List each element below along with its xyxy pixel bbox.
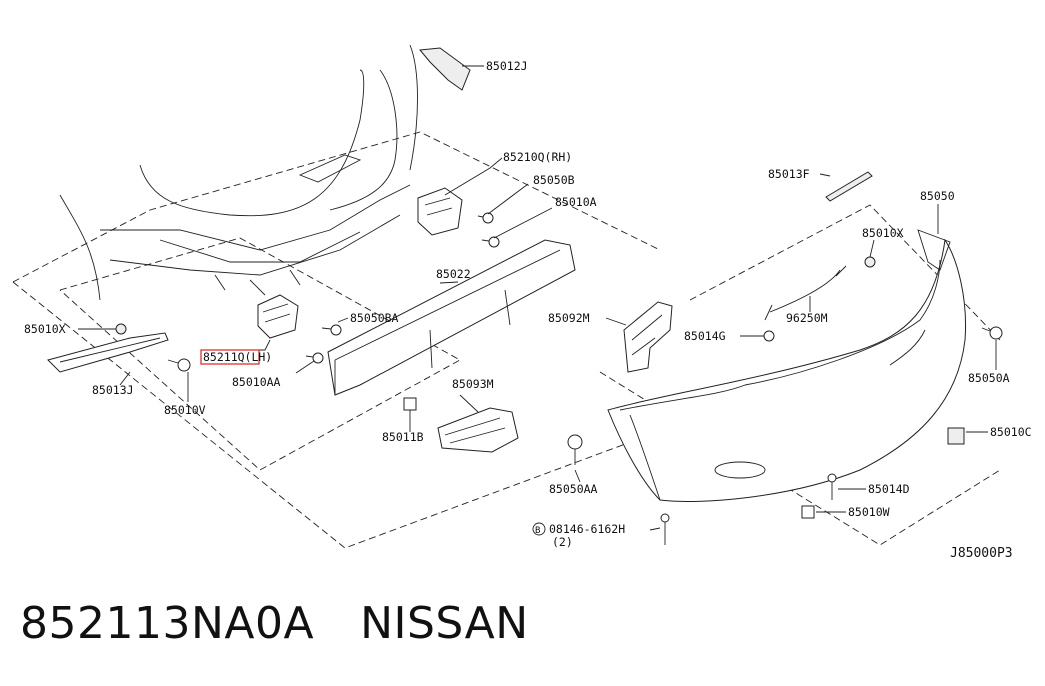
part-85210Q-bracket — [417, 187, 463, 236]
callout-85050A: 85050A — [968, 371, 1010, 385]
callout-85010AA: 85010AA — [232, 375, 281, 389]
callout-85010W: 85010W — [848, 505, 890, 519]
callout-85013F: 85013F — [768, 167, 810, 181]
callout-85010C: 85010C — [990, 425, 1032, 439]
callout-85050B: 85050B — [533, 173, 575, 187]
clip-85014G — [763, 330, 775, 342]
screw-85050A — [981, 326, 1003, 340]
nut-85010W — [801, 505, 815, 519]
bolt-85010AA — [305, 352, 324, 364]
callout-85010X-right: 85010X — [862, 226, 904, 240]
part-caption: 852113NA0A NISSAN — [20, 598, 1020, 668]
callout-85210Q: 85210Q(RH) — [503, 150, 572, 164]
part-85022-reinforcement-beam — [327, 239, 576, 396]
part-85093M-bracket — [437, 407, 519, 453]
callout-85022: 85022 — [436, 267, 471, 281]
bolt-85010A — [481, 236, 500, 248]
callout-85010A: 85010A — [555, 195, 597, 209]
part-85013F-strip — [825, 171, 873, 202]
frame-left-inner — [59, 237, 461, 471]
bolt-08146-6162H — [660, 513, 670, 545]
nut-85011B — [403, 397, 417, 411]
callout-08146-qty: (2) — [552, 535, 573, 549]
part-85012J-bracket — [419, 47, 471, 91]
frame-right-bottom — [599, 371, 1001, 546]
b-symbol-letter: B — [535, 526, 540, 536]
callout-85010X-left: 85010X — [24, 322, 66, 336]
callout-08146-6162H: 08146-6162H — [549, 522, 625, 536]
callout-85011B: 85011B — [382, 430, 424, 444]
frame-left-outer — [12, 131, 661, 283]
screw-85050AA — [567, 434, 583, 465]
bolt-85050BA — [321, 324, 342, 336]
part-85013J-bracket — [47, 332, 169, 373]
callout-85211Q: 85211Q(LH) — [203, 350, 272, 364]
b-symbol-circle — [532, 522, 546, 536]
callout-85092M: 85092M — [548, 311, 590, 325]
vehicle-body-outline — [59, 44, 418, 301]
brand-name: NISSAN — [360, 598, 529, 649]
callout-85050BA: 85050BA — [350, 311, 399, 325]
callout-85012J: 85012J — [486, 59, 528, 73]
callout-85050: 85050 — [920, 189, 955, 203]
callout-85050AA: 85050AA — [549, 482, 598, 496]
callout-85010V: 85010V — [164, 403, 206, 417]
callout-85014D: 85014D — [868, 482, 910, 496]
screw-85010V — [167, 358, 191, 372]
callout-85013J: 85013J — [92, 383, 134, 397]
callout-85014G: 85014G — [684, 329, 726, 343]
part-85092M-bracket — [623, 301, 673, 373]
part-85211Q-bracket — [257, 294, 299, 339]
leader-lines — [78, 65, 997, 531]
callout-85093M: 85093M — [452, 377, 494, 391]
screw-85014D — [827, 473, 837, 500]
bracket-85010C — [947, 427, 965, 445]
part-96250M-strap — [764, 265, 847, 321]
diagram-code: J85000P3 — [950, 546, 1013, 561]
clip-85010X-left — [115, 323, 127, 335]
highlight-box — [200, 349, 260, 365]
callout-96250M: 96250M — [786, 311, 828, 325]
clip-85010X-right — [864, 256, 876, 268]
bolt-85050B — [477, 212, 494, 224]
part-number: 852113NA0A — [20, 598, 315, 649]
frame-right-outer — [689, 204, 1001, 341]
part-85050-bumper-fascia — [607, 229, 967, 502]
